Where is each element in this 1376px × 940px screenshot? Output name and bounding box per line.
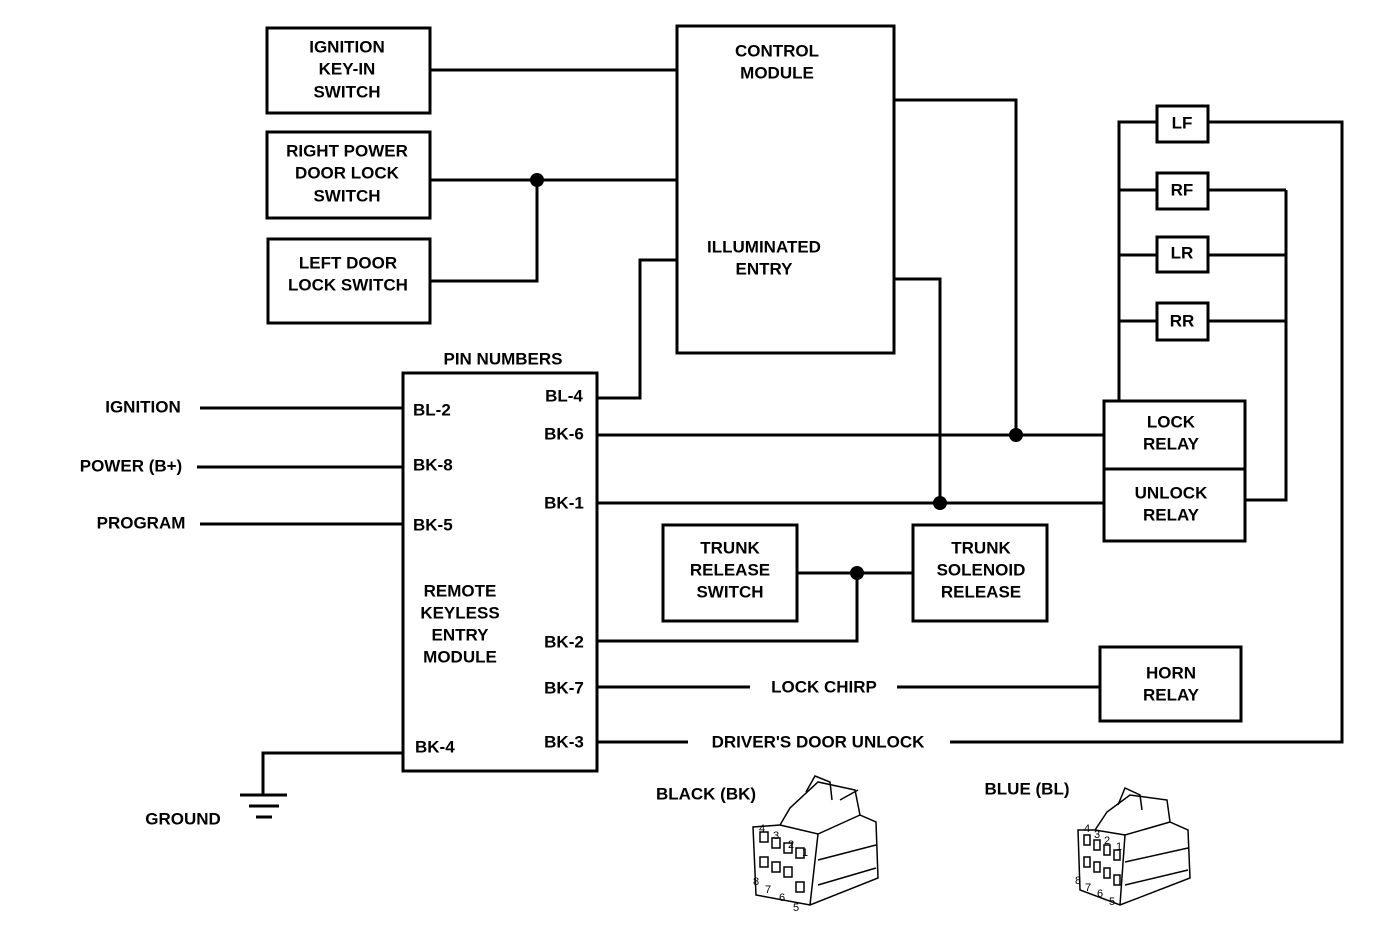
pin-label: BK-8	[413, 455, 453, 474]
label: ENTRY	[432, 625, 490, 644]
label: RELAY	[1143, 505, 1200, 524]
pin-number: 5	[793, 902, 799, 914]
pin-number: 4	[1084, 823, 1090, 835]
horn-relay-box: HORN RELAY	[1098, 645, 1243, 723]
label: MODULE	[740, 63, 814, 82]
remote-keyless-entry-module-box: PIN NUMBERS BL-2 BK-8 BK-5 BK-4 BL-4 BK-…	[401, 349, 599, 773]
blue-connector: BLUE (BL) 4 3 2 1 8 7 6 5	[985, 779, 1191, 908]
label: TRUNK	[951, 538, 1011, 557]
label: ENTRY	[736, 259, 794, 278]
black-connector-label: BLACK (BK)	[656, 784, 756, 803]
left-door-lock-switch-box: LEFT DOOR LOCK SWITCH	[266, 237, 432, 325]
connector-illustration	[752, 775, 879, 906]
trunk-solenoid-release-box: TRUNK SOLENOID RELEASE	[911, 523, 1049, 623]
pin-numbers-header: PIN NUMBERS	[443, 349, 562, 368]
black-connector: BLACK (BK) 4 3 2 1 8 7 6 5	[656, 775, 879, 914]
pin-number: 1	[1116, 841, 1122, 853]
pin-label: BK-5	[413, 515, 453, 534]
pin-label: BK-2	[544, 632, 584, 651]
pin-number: 1	[802, 847, 808, 859]
label: LOCK SWITCH	[288, 275, 408, 294]
control-module-box: CONTROL MODULE ILLUMINATED ENTRY	[675, 24, 896, 355]
label: LOCK	[1147, 412, 1196, 431]
splice-dot	[933, 496, 947, 510]
label: TRUNK	[700, 538, 760, 557]
wires	[197, 68, 1344, 819]
pin-number: 8	[753, 876, 759, 888]
pin-number: 7	[765, 884, 771, 896]
pin-number: 3	[773, 830, 779, 842]
label: RELAY	[1143, 685, 1200, 704]
right-power-door-lock-switch-box: RIGHT POWER DOOR LOCK SWITCH	[265, 130, 432, 220]
program-input-label: PROGRAM	[97, 513, 186, 532]
label: RELAY	[1143, 434, 1200, 453]
label: CONTROL	[735, 41, 819, 60]
label: SOLENOID	[937, 560, 1026, 579]
pin-number: 2	[1104, 835, 1110, 847]
splice-dot	[1009, 428, 1023, 442]
trunk-release-switch-box: TRUNK RELEASE SWITCH	[661, 523, 799, 623]
label: IGNITION	[309, 37, 385, 56]
black-pin-cavities	[759, 831, 805, 893]
connector-illustration	[1077, 786, 1191, 906]
rf-label: RF	[1171, 180, 1194, 199]
label: SWITCH	[696, 582, 763, 601]
pin-number: 5	[1109, 896, 1115, 908]
input-labels: IGNITION POWER (B+) PROGRAM GROUND	[80, 397, 221, 828]
blue-pin-cavities	[1083, 834, 1121, 886]
pin-number: 2	[788, 839, 794, 851]
pin-number: 4	[759, 823, 765, 835]
pin-number: 8	[1075, 875, 1081, 887]
drivers-door-unlock-label: DRIVER'S DOOR UNLOCK	[712, 732, 925, 751]
label: RELEASE	[690, 560, 770, 579]
pin-number: 3	[1094, 829, 1100, 841]
label: RIGHT POWER	[286, 141, 408, 160]
label: KEY-IN	[319, 59, 376, 78]
ground-label: GROUND	[145, 809, 221, 828]
door-lock-motors: LF RF LR RR	[1155, 104, 1210, 342]
label: UNLOCK	[1135, 483, 1208, 502]
label: ILLUMINATED	[707, 237, 821, 256]
lf-label: LF	[1172, 113, 1193, 132]
pin-label: BK-1	[544, 493, 584, 512]
lr-label: LR	[1171, 243, 1194, 262]
splice-dot	[850, 566, 864, 580]
ignition-input-label: IGNITION	[105, 397, 181, 416]
pin-label: BL-4	[545, 386, 583, 405]
lock-relay-box: LOCK RELAY	[1102, 399, 1247, 471]
blue-connector-label: BLUE (BL)	[985, 779, 1070, 798]
ignition-key-in-switch-box: IGNITION KEY-IN SWITCH	[265, 26, 432, 115]
pin-label: BK-7	[544, 678, 584, 697]
lock-chirp-label: LOCK CHIRP	[771, 677, 877, 696]
label: REMOTE	[424, 581, 497, 600]
label: SWITCH	[313, 186, 380, 205]
unlock-relay-box: UNLOCK RELAY	[1102, 467, 1247, 543]
label: LEFT DOOR	[299, 253, 397, 272]
pin-number: 6	[779, 892, 785, 904]
rr-label: RR	[1170, 311, 1195, 330]
label: RELEASE	[941, 582, 1021, 601]
label: SWITCH	[313, 82, 380, 101]
pin-label: BL-2	[413, 400, 451, 419]
label: MODULE	[423, 647, 497, 666]
label: KEYLESS	[420, 603, 499, 622]
pin-label: BK-6	[544, 424, 584, 443]
label: DOOR LOCK	[295, 163, 400, 182]
pin-number: 7	[1085, 882, 1091, 894]
pin-number: 6	[1097, 888, 1103, 900]
power-input-label: POWER (B+)	[80, 456, 182, 475]
pin-label: BK-4	[415, 737, 455, 756]
label: HORN	[1146, 663, 1196, 682]
splice-dot	[530, 173, 544, 187]
pin-label: BK-3	[544, 732, 584, 751]
